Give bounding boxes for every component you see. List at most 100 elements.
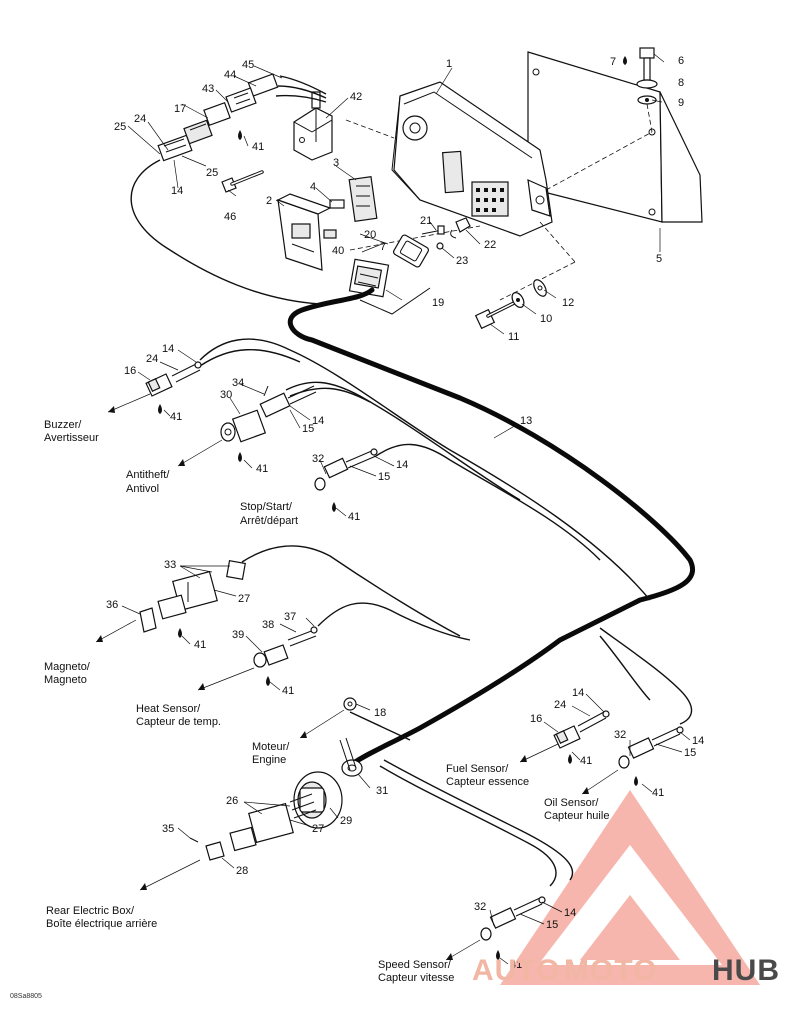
callout-4: 4 <box>310 181 316 193</box>
callout-28: 28 <box>236 865 248 877</box>
clip-22 <box>450 217 471 239</box>
label-rear-fr: Boîte électrique arrière <box>46 918 157 930</box>
callout-23: 23 <box>456 255 468 267</box>
label-engine-fr: Engine <box>252 754 286 766</box>
connector-19 <box>348 258 390 298</box>
label-speed-en: Speed Sensor/ <box>378 959 452 971</box>
callout-16a: 16 <box>124 365 136 377</box>
callout-31: 31 <box>376 785 388 797</box>
callout-41b: 41 <box>170 411 182 423</box>
callout-24b: 24 <box>146 353 158 365</box>
seal-20 <box>393 234 429 268</box>
callout-45: 45 <box>242 59 254 71</box>
figure-reference-code: 08Sa8805 <box>10 993 42 1000</box>
callout-33: 33 <box>164 559 176 571</box>
watermark-logo <box>500 790 760 985</box>
callout-24a: 24 <box>134 113 146 125</box>
watermark-auto: AUTO <box>472 954 560 987</box>
callout-15d: 15 <box>546 919 558 931</box>
callout-24c: 24 <box>554 699 566 711</box>
fuse-4 <box>329 199 345 209</box>
callout-11: 11 <box>508 331 519 343</box>
antitheft-connector <box>177 385 317 467</box>
ecu-module <box>391 81 553 237</box>
relay-42 <box>293 91 333 161</box>
callout-14e: 14 <box>572 687 584 699</box>
callout-3: 3 <box>333 157 339 169</box>
fuse-block-3 <box>348 175 378 223</box>
callout-15c: 15 <box>684 747 696 759</box>
callout-15b: 15 <box>378 471 390 483</box>
callout-43: 43 <box>202 83 214 95</box>
label-stopstart-fr: Arrêt/départ <box>240 515 298 527</box>
callout-7a: 7 <box>610 56 616 68</box>
label-engine-en: Moteur/ <box>252 741 290 753</box>
rear-box-connector <box>139 793 317 891</box>
label-buzzer-fr: Avertisseur <box>44 432 99 444</box>
callout-14f: 14 <box>692 735 704 747</box>
label-antitheft-fr: Antivol <box>126 483 159 495</box>
callout-14d: 14 <box>396 459 408 471</box>
callout-15a: 15 <box>302 423 314 435</box>
leader-box-19 <box>359 287 431 315</box>
speed-sensor-connector <box>445 896 546 961</box>
callout-20: 20 <box>364 229 376 241</box>
label-heat-fr: Capteur de temp. <box>136 716 221 728</box>
callout-41h: 41 <box>652 787 664 799</box>
label-antitheft-en: Antitheft/ <box>126 469 170 481</box>
callout-42: 42 <box>350 91 362 103</box>
callout-14a: 14 <box>171 185 183 197</box>
watermark-moto: MOTO <box>564 954 657 987</box>
callout-6: 6 <box>678 55 684 67</box>
callout-14g: 14 <box>564 907 576 919</box>
callout-14b: 14 <box>162 343 174 355</box>
oil-sensor-connector <box>581 726 684 795</box>
callout-2: 2 <box>266 195 272 207</box>
connector-cluster-top <box>157 73 327 162</box>
callout-41e: 41 <box>194 639 206 651</box>
callout-34: 34 <box>232 377 244 389</box>
callout-46: 46 <box>224 211 236 223</box>
callout-36: 36 <box>106 599 118 611</box>
watermark-text: AUTO MOTO HUB <box>472 954 779 987</box>
callout-41i: 41 <box>510 959 522 971</box>
callout-9: 9 <box>678 97 684 109</box>
callout-32a: 32 <box>312 453 324 465</box>
label-stopstart-en: Stop/Start/ <box>240 501 293 513</box>
callout-5: 5 <box>656 253 662 265</box>
callout-17: 17 <box>174 103 186 115</box>
callout-41g: 41 <box>580 755 592 767</box>
callout-8: 8 <box>678 77 684 89</box>
screw-46 <box>221 170 264 193</box>
callouts: 1 2 3 4 5 6 7 7 8 9 10 11 12 13 14 14 14… <box>106 55 704 971</box>
callout-7b: 7 <box>380 241 386 253</box>
callout-40: 40 <box>332 245 344 257</box>
main-harness-13 <box>287 287 695 767</box>
magneto-connector <box>95 560 246 643</box>
callout-1: 1 <box>446 58 452 70</box>
callout-38: 38 <box>262 619 274 631</box>
callout-44: 44 <box>224 69 236 81</box>
callout-25a: 25 <box>114 121 126 133</box>
callout-41a: 41 <box>252 141 264 153</box>
callout-21: 21 <box>420 215 432 227</box>
fuel-sensor-connector <box>519 710 610 764</box>
callout-35: 35 <box>162 823 174 835</box>
harness-branch-top <box>130 159 321 305</box>
callout-16b: 16 <box>530 713 542 725</box>
callout-29: 29 <box>340 815 352 827</box>
callout-19: 19 <box>432 297 444 309</box>
engine-ground-ring <box>299 697 357 739</box>
fuse-housing-2 <box>276 193 332 271</box>
stopstart-connector <box>314 448 378 512</box>
callout-leaders <box>121 53 691 965</box>
label-fuel-fr: Capteur essence <box>446 776 529 788</box>
callout-32b: 32 <box>614 729 626 741</box>
callout-22: 22 <box>484 239 496 251</box>
callout-41c: 41 <box>256 463 268 475</box>
screw-21 <box>421 225 445 235</box>
callout-27b: 27 <box>312 823 324 835</box>
callout-32c: 32 <box>474 901 486 913</box>
callout-14c: 14 <box>312 415 324 427</box>
